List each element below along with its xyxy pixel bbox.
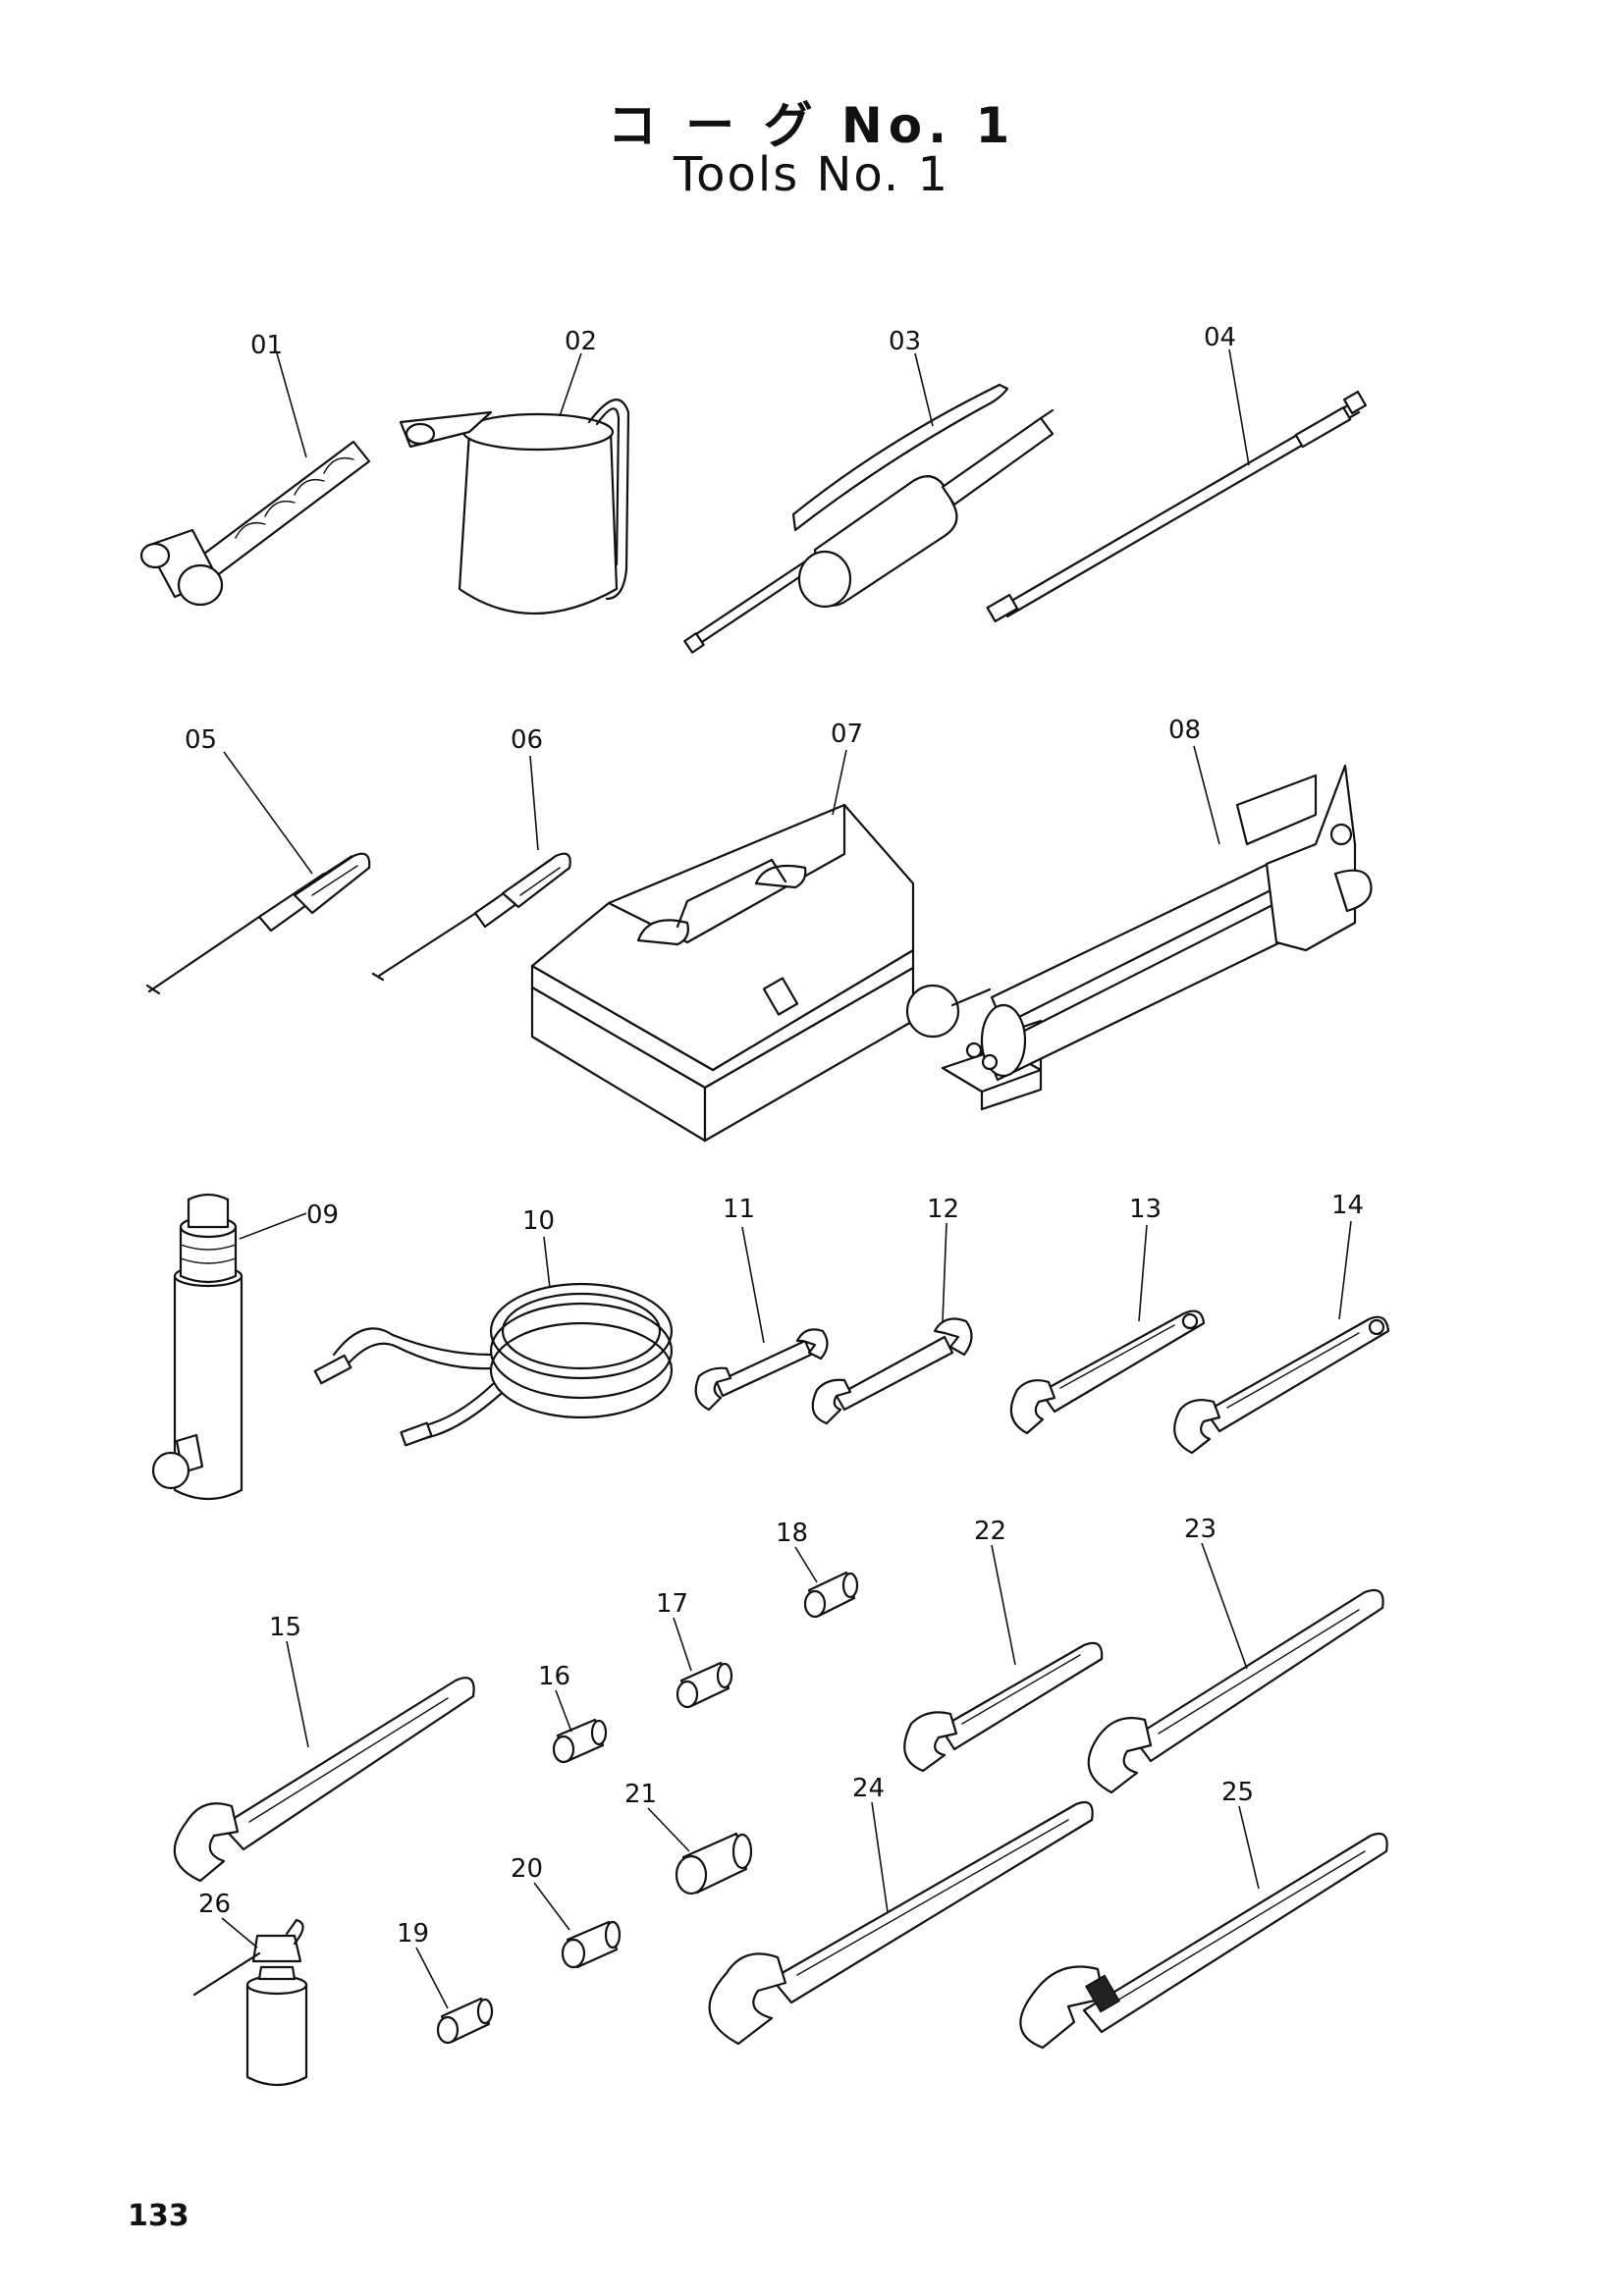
callout-21: 21 [624, 1780, 657, 1809]
callout-07: 07 [831, 720, 863, 749]
socket-icon-20 [561, 1920, 622, 1969]
callout-01: 01 [250, 331, 283, 360]
ball-peen-hammer-icon [139, 440, 371, 607]
single-open-end-wrench-icon-22 [903, 1641, 1104, 1773]
page-title-japanese: コ ー グ No. 1 [607, 97, 1016, 154]
callout-03: 03 [889, 327, 921, 356]
callout-10: 10 [522, 1206, 555, 1236]
socket-icon-19 [436, 1997, 494, 2045]
callout-12: 12 [927, 1195, 959, 1224]
double-open-end-wrench-icon-12 [811, 1317, 973, 1425]
callout-16: 16 [538, 1662, 570, 1691]
single-open-end-wrench-icon-14 [1173, 1315, 1390, 1455]
double-open-end-wrench-icon [694, 1328, 829, 1412]
callout-25: 25 [1221, 1778, 1254, 1807]
phillips-screwdriver-icon [371, 852, 571, 982]
callout-11: 11 [723, 1195, 755, 1224]
callout-08: 08 [1168, 716, 1201, 745]
socket-icon-17 [676, 1661, 733, 1709]
socket-icon-21 [675, 1832, 753, 1896]
callout-18: 18 [776, 1519, 808, 1548]
callout-02: 02 [565, 327, 597, 356]
callout-17: 17 [656, 1589, 688, 1619]
socket-icon-16 [552, 1718, 608, 1764]
callout-09: 09 [306, 1201, 339, 1230]
callout-24: 24 [852, 1774, 885, 1803]
callout-22: 22 [974, 1517, 1006, 1546]
callout-06: 06 [511, 725, 543, 755]
large-open-end-wrench-icon-24 [708, 1800, 1094, 2046]
callout-14: 14 [1331, 1191, 1364, 1220]
large-open-end-wrench-icon-23 [1087, 1588, 1384, 1794]
tool-box-icon [530, 803, 915, 1143]
page-title-english: Tools No. 1 [674, 147, 949, 202]
page-number: 133 [128, 2199, 189, 2233]
grease-gun-icon [683, 383, 1055, 654]
oil-can-icon [399, 399, 630, 615]
callout-15: 15 [269, 1613, 301, 1642]
pump-oiler-icon [192, 1918, 308, 2087]
callout-19: 19 [397, 1919, 429, 1949]
hydraulic-hand-pump-icon [905, 764, 1373, 1111]
callout-05: 05 [185, 725, 217, 755]
callout-26: 26 [198, 1890, 231, 1919]
extension-rod-icon [986, 390, 1368, 623]
socket-icon-18 [803, 1571, 859, 1619]
callout-23: 23 [1184, 1515, 1217, 1544]
single-open-end-wrench-icon [1009, 1309, 1206, 1435]
adjustable-wrench-icon [1019, 1832, 1388, 2050]
large-open-end-wrench-icon [173, 1677, 475, 1883]
hydraulic-jack-cylinder-icon [151, 1193, 243, 1500]
callout-20: 20 [511, 1854, 543, 1884]
coiled-hose-icon [313, 1282, 674, 1447]
callout-13: 13 [1129, 1195, 1162, 1224]
flat-screwdriver-icon [145, 852, 371, 995]
callout-04: 04 [1204, 323, 1236, 352]
